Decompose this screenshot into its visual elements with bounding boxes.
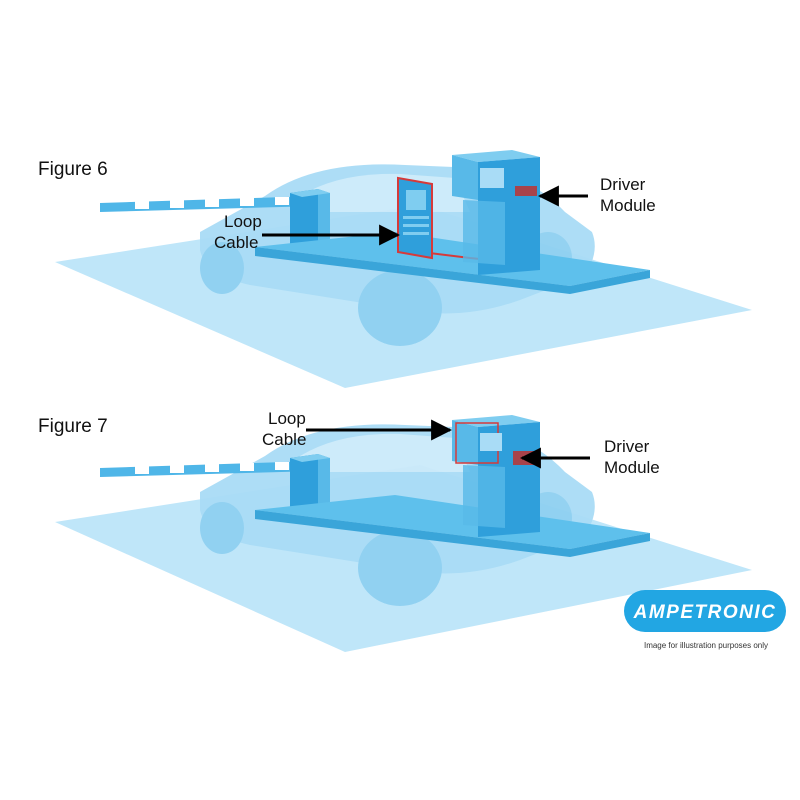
figure-6: Figure 6 [38, 150, 752, 388]
driver-module-label-line1: Driver [600, 175, 646, 194]
figure-7: Figure 7 [38, 409, 752, 652]
driver-module-label-line2: Module [600, 196, 656, 215]
loop-cable-label-line1: Loop [268, 409, 306, 428]
disclaimer-text: Image for illustration purposes only [644, 641, 768, 650]
ampetronic-logo: AMPETRONIC [624, 590, 786, 632]
loop-sign [397, 176, 433, 260]
barrier-arm [100, 196, 318, 212]
loop-cable-label-line2: Cable [262, 430, 306, 449]
figure-6-title: Figure 6 [38, 159, 108, 180]
kerb-platform [255, 495, 650, 557]
intercom-kiosk [452, 415, 540, 537]
intercom-kiosk [452, 150, 540, 275]
loop-cable-label-line2: Cable [214, 233, 258, 252]
driver-module-label-line1: Driver [604, 437, 650, 456]
barrier-post [290, 189, 330, 248]
loop-cable-label-line1: Loop [224, 212, 262, 231]
figure-7-title: Figure 7 [38, 416, 108, 437]
kerb-platform [255, 232, 650, 294]
barrier-arm [100, 461, 318, 477]
barrier-post [290, 454, 330, 513]
logo-text: AMPETRONIC [633, 602, 777, 623]
driver-module-label-line2: Module [604, 458, 660, 477]
